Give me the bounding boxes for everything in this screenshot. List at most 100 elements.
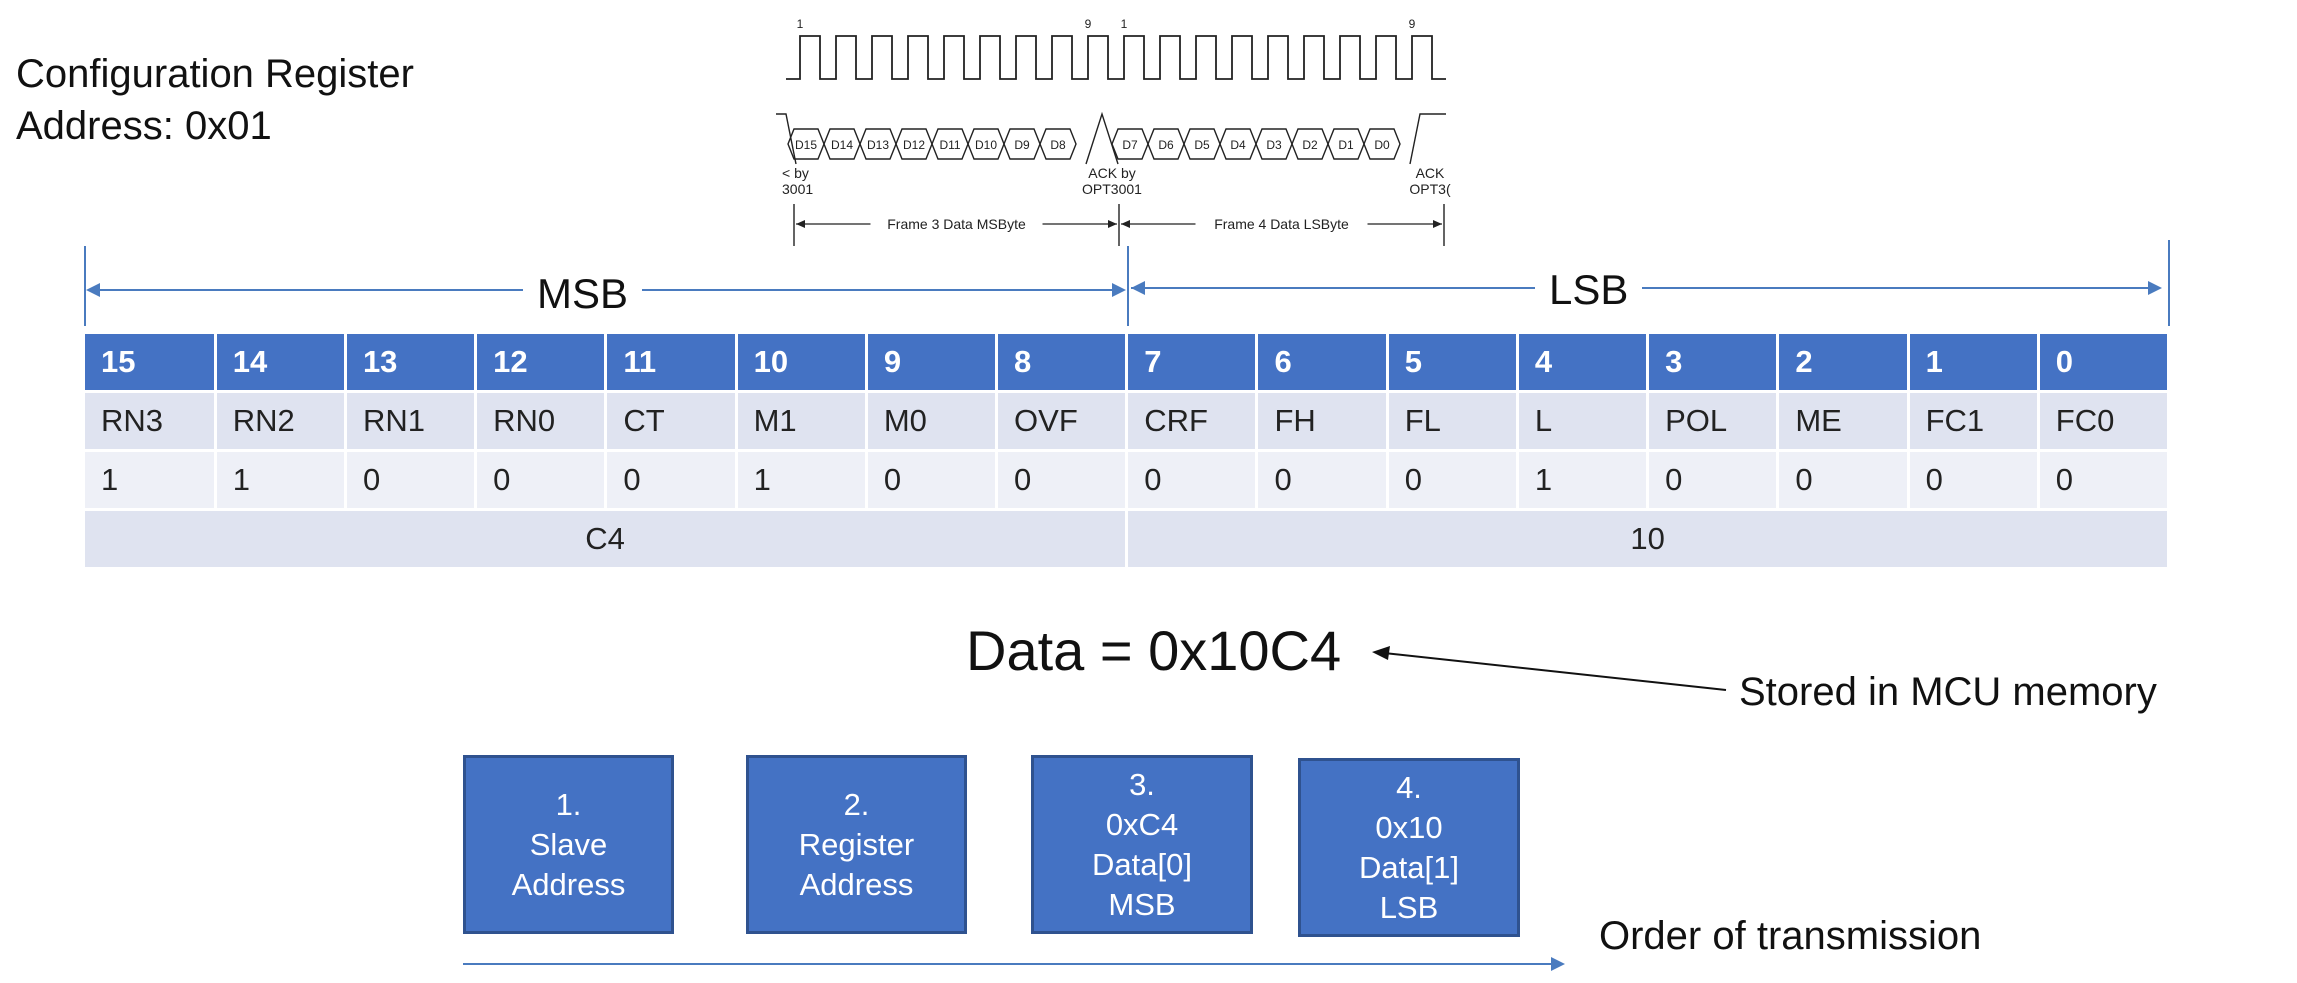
order-label: Order of transmission xyxy=(1599,914,1982,958)
bit-number-cell-5: 10 xyxy=(736,334,868,393)
field-name-cell-4: CT xyxy=(605,391,738,452)
data-bit-label: D13 xyxy=(867,138,889,152)
clock-waveform xyxy=(786,35,1446,80)
bit-number-cell-0: 15 xyxy=(85,334,217,393)
data-bit-label: D9 xyxy=(1014,138,1030,152)
field-name-cell-7: OVF xyxy=(996,391,1129,452)
box-line: Slave xyxy=(529,826,608,862)
bit-value-cell-6: 0 xyxy=(866,450,999,511)
bit-value-cell-9: 0 xyxy=(1256,450,1389,511)
field-name-cell-12: POL xyxy=(1647,391,1780,452)
bit-number-cell-14: 1 xyxy=(1908,334,2040,393)
field-name-cell-5: M1 xyxy=(736,391,868,452)
bit-value-cell-8: 0 xyxy=(1126,450,1259,511)
bit-value-cell-12: 0 xyxy=(1647,450,1780,511)
bit-number-cell-12: 3 xyxy=(1647,334,1780,393)
field-name-cell-13: ME xyxy=(1777,391,1910,452)
field-name-cell-6: M0 xyxy=(866,391,999,452)
transmission-order-arrowhead xyxy=(1551,957,1565,971)
msb-left-tick xyxy=(84,246,86,326)
data-bit-label: D6 xyxy=(1158,138,1174,152)
bit-number-cell-9: 6 xyxy=(1256,334,1389,393)
field-name-cell-15: FC0 xyxy=(2038,391,2171,452)
bit-number-cell-2: 13 xyxy=(345,334,478,393)
clock-count-label: 1 xyxy=(1121,17,1128,31)
box-line: 4. xyxy=(1396,769,1422,805)
bit-value-cell-0: 1 xyxy=(85,450,217,511)
bit-value-cell-1: 1 xyxy=(215,450,347,511)
bit-number-cell-10: 5 xyxy=(1387,334,1519,393)
register-address: Address: 0x01 xyxy=(16,104,272,148)
bit-value-cell-2: 0 xyxy=(345,450,478,511)
field-name-cell-2: RN1 xyxy=(345,391,478,452)
bit-number-cell-4: 11 xyxy=(605,334,738,393)
transmission-order-line xyxy=(463,963,1555,965)
box-line: 3. xyxy=(1129,766,1155,802)
lsb-arrow-right xyxy=(2148,281,2162,295)
bit-value-cell-13: 0 xyxy=(1777,450,1910,511)
data-bit-label: D14 xyxy=(831,138,853,152)
box-line: 0xC4 xyxy=(1105,806,1179,842)
data-waveform xyxy=(776,111,1446,165)
field-name-cell-1: RN2 xyxy=(215,391,347,452)
bit-value-cell-14: 0 xyxy=(1908,450,2040,511)
hex-row: C4 10 xyxy=(85,509,2170,570)
data-bit-label: D11 xyxy=(939,138,960,152)
bit-value-cell-4: 0 xyxy=(605,450,738,511)
register-title: Configuration Register xyxy=(16,52,414,96)
box-line: Address xyxy=(799,866,914,902)
box-line: Data[1] xyxy=(1359,849,1459,885)
hex-msb-cell: C4 xyxy=(85,509,1129,570)
msb-label: MSB xyxy=(523,270,643,318)
bit-value-cell-3: 0 xyxy=(475,450,608,511)
ack-label: < by xyxy=(782,165,809,181)
data-bit-label: D1 xyxy=(1338,138,1354,152)
stored-arrow xyxy=(1372,646,1727,691)
msb-arrow-right xyxy=(1112,283,1126,297)
lsb-span-line xyxy=(1131,287,2155,289)
bit-number-cell-11: 4 xyxy=(1517,334,1650,393)
data-bit-label: D4 xyxy=(1230,138,1246,152)
data-bit-eye-D8 xyxy=(1039,128,1077,160)
data-bit-eye-D0 xyxy=(1363,128,1401,160)
scl-waveform xyxy=(786,35,1446,80)
field-name-cell-0: RN3 xyxy=(85,391,217,452)
box-line: MSB xyxy=(1108,886,1176,922)
ack-label: OPT3001 xyxy=(1082,181,1142,197)
box-line: 1. xyxy=(555,786,582,822)
clock-count-label: 1 xyxy=(797,17,804,31)
msb-arrow-left xyxy=(86,283,100,297)
data-bit-label: D0 xyxy=(1374,138,1390,152)
box-line: Address xyxy=(511,866,626,902)
bit-value-cell-15: 0 xyxy=(2038,450,2171,511)
bit-number-cell-1: 14 xyxy=(215,334,347,393)
data-bit-label: D12 xyxy=(903,138,925,152)
data-bit-label: D15 xyxy=(795,138,817,152)
ack-label: ACK by xyxy=(1088,165,1135,181)
bit-number-cell-8: 7 xyxy=(1126,334,1259,393)
data-bit-label: D10 xyxy=(975,138,997,152)
bit-number-cell-7: 8 xyxy=(996,334,1129,393)
bit-value-cell-11: 1 xyxy=(1517,450,1650,511)
ack-label: ACK xyxy=(1416,165,1445,181)
field-name-cell-3: RN0 xyxy=(475,391,608,452)
data-bit-label: D7 xyxy=(1122,138,1138,152)
lsb-label: LSB xyxy=(1535,266,1643,314)
stored-label: Stored in MCU memory xyxy=(1739,670,2157,714)
lsb-arrow-left xyxy=(1131,281,1145,295)
field-name-cell-11: L xyxy=(1517,391,1650,452)
field-name-cell-8: CRF xyxy=(1126,391,1259,452)
field-name-cell-14: FC1 xyxy=(1908,391,2040,452)
ack-label: 3001 xyxy=(782,181,813,197)
bit-value-cell-10: 0 xyxy=(1387,450,1519,511)
ack-label: OPT3( xyxy=(1409,181,1451,197)
